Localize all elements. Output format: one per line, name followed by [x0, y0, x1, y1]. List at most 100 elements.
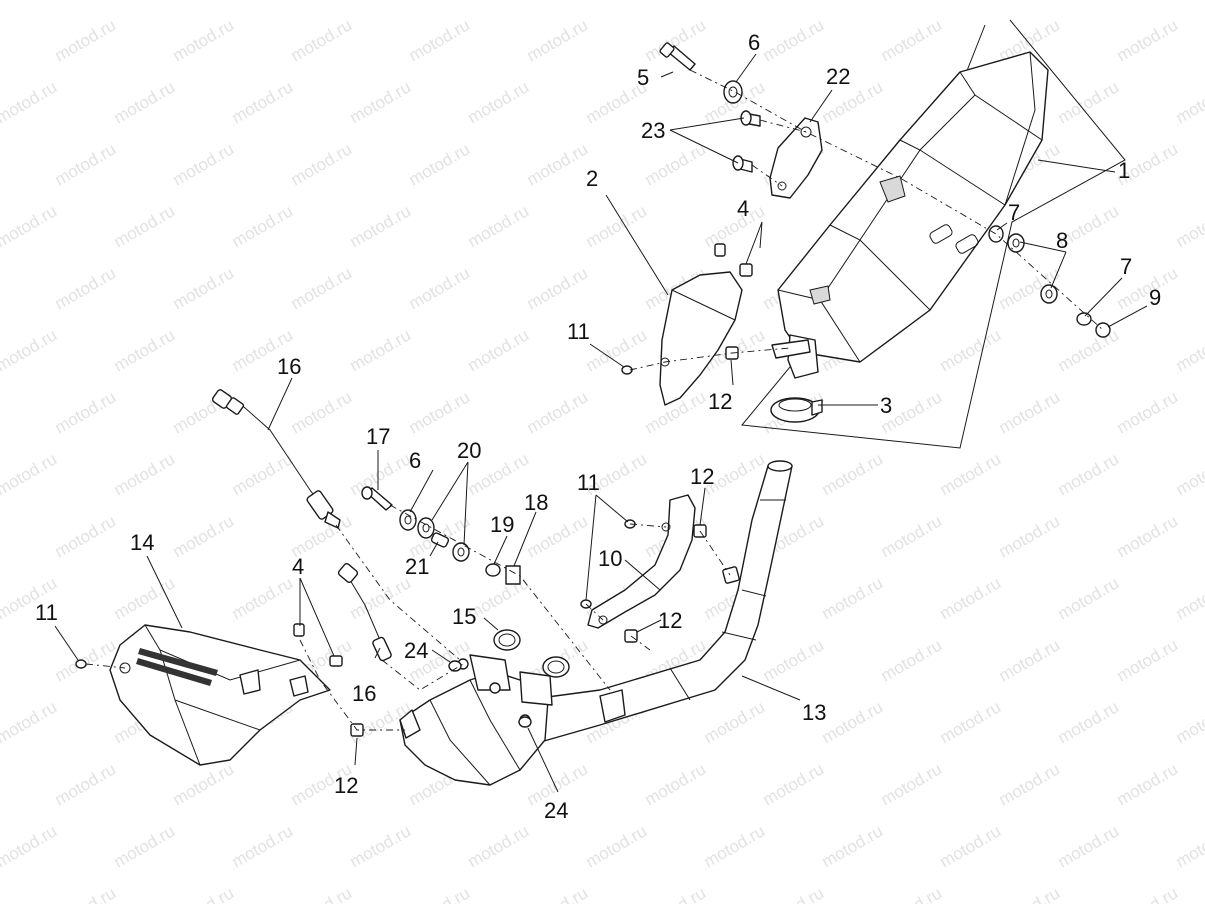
oxygen-sensor-16: [211, 389, 341, 529]
watermark-text: motod.ru: [0, 77, 60, 127]
watermark-text: motod.ru: [229, 0, 297, 3]
watermark-text: motod.ru: [465, 201, 533, 251]
watermark-text: motod.ru: [52, 759, 120, 809]
screw-11: [75, 659, 87, 669]
callout-6-lower: 6: [409, 448, 421, 473]
watermark-text: motod.ru: [1173, 821, 1205, 871]
watermark-text: motod.ru: [819, 697, 887, 747]
watermark-text: motod.ru: [1114, 883, 1182, 904]
watermark-text: motod.ru: [996, 759, 1064, 809]
watermark-text: motod.ru: [229, 821, 297, 871]
watermark-text: motod.ru: [524, 139, 592, 189]
watermark-text: motod.ru: [111, 0, 179, 3]
watermark-text: motod.ru: [288, 263, 356, 313]
watermark-text: motod.ru: [1055, 821, 1123, 871]
watermark-text: motod.ru: [52, 15, 120, 65]
clip-4: [739, 263, 753, 277]
watermark-text: motod.ru: [347, 77, 415, 127]
callout-11-middle: 11: [577, 470, 600, 495]
watermark-text: motod.ru: [0, 759, 1, 809]
watermark-text: motod.ru: [878, 15, 946, 65]
callout-21: 21: [405, 554, 429, 579]
watermark-text: motod.ru: [701, 821, 769, 871]
callout-3: 3: [880, 393, 892, 418]
watermark-text: motod.ru: [760, 15, 828, 65]
rubber-mount-6: [723, 80, 743, 104]
watermark-text: motod.ru: [0, 15, 1, 65]
callout-24-lower: 24: [544, 798, 568, 823]
watermark-text: motod.ru: [406, 883, 474, 904]
oxygen-sensor-16-lower: [337, 563, 392, 662]
watermark-text: motod.ru: [0, 263, 1, 313]
watermark-text: motod.ru: [524, 263, 592, 313]
watermark-text: motod.ru: [0, 821, 60, 871]
watermark-text: motod.ru: [229, 573, 297, 623]
shield-vent: [136, 648, 218, 686]
callout-1: 1: [1118, 158, 1130, 183]
watermark-text: motod.ru: [1114, 635, 1182, 685]
watermark-text: motod.ru: [170, 139, 238, 189]
watermark-text: motod.ru: [347, 821, 415, 871]
watermark-text: motod.ru: [996, 511, 1064, 561]
watermark-text: motod.ru: [819, 0, 887, 3]
watermark-text: motod.ru: [1173, 201, 1205, 251]
watermark-text: motod.ru: [170, 15, 238, 65]
watermark-text: motod.ru: [1173, 77, 1205, 127]
watermark-text: motod.ru: [347, 573, 415, 623]
gasket: [542, 656, 570, 678]
watermark-text: motod.ru: [524, 387, 592, 437]
watermark-text: motod.ru: [996, 635, 1064, 685]
watermark-text: motod.ru: [1173, 573, 1205, 623]
watermark-text: motod.ru: [1173, 697, 1205, 747]
watermark-text: motod.ru: [1173, 449, 1205, 499]
watermark-text: motod.ru: [170, 759, 238, 809]
watermark-text: motod.ru: [1055, 77, 1123, 127]
watermark-text: motod.ru: [1055, 325, 1123, 375]
callout-labels: 1 2 3 4 4 5 6 6 7 7 8 9 10 11 11 11 12 1…: [35, 30, 1161, 823]
watermark-text: motod.ru: [0, 635, 1, 685]
callout-7-lower: 7: [1120, 254, 1132, 279]
watermark-text: motod.ru: [937, 573, 1005, 623]
watermark-text: motod.ru: [406, 263, 474, 313]
watermark-text: motod.ru: [465, 77, 533, 127]
watermark-text: motod.ru: [111, 77, 179, 127]
gasket-15: [493, 629, 521, 651]
watermark-text: motod.ru: [0, 0, 60, 3]
clamp-3: [770, 397, 823, 423]
callout-24-upper: 24: [404, 638, 428, 663]
watermark-text: motod.ru: [1055, 573, 1123, 623]
heat-shield-2: [659, 271, 743, 406]
callout-12-upper: 12: [708, 389, 732, 414]
watermark-text: motod.ru: [701, 0, 769, 3]
watermark-text: motod.ru: [52, 263, 120, 313]
watermark-text: motod.ru: [52, 511, 120, 561]
watermark-text: motod.ru: [1114, 15, 1182, 65]
callout-22: 22: [826, 64, 850, 89]
callout-12-lower: 12: [334, 773, 358, 798]
nut-24: [518, 716, 532, 728]
watermark-text: motod.ru: [170, 263, 238, 313]
watermark-text: motod.ru: [0, 883, 1, 904]
watermark-text: motod.ru: [583, 325, 651, 375]
watermark-text: motod.ru: [111, 449, 179, 499]
watermark-text: motod.ru: [1173, 0, 1205, 3]
watermark-text: motod.ru: [465, 325, 533, 375]
watermark-text: motod.ru: [1055, 0, 1123, 3]
callout-23: 23: [641, 118, 665, 143]
watermark-text: motod.ru: [524, 15, 592, 65]
callout-6-top: 6: [748, 30, 760, 55]
watermark-text: motod.ru: [524, 883, 592, 904]
watermark-text: motod.ru: [642, 883, 710, 904]
watermark-text: motod.ru: [701, 201, 769, 251]
watermark-text: motod.ru: [1055, 449, 1123, 499]
watermark-text: motod.ru: [996, 883, 1064, 904]
callout-12-middle: 12: [690, 464, 714, 489]
callout-12-right: 12: [658, 608, 682, 633]
callout-14: 14: [130, 530, 154, 555]
watermark-text: motod.ru: [642, 759, 710, 809]
watermark-text: motod.ru: [583, 821, 651, 871]
watermark-text: motod.ru: [1173, 325, 1205, 375]
watermark-text: motod.ru: [52, 883, 120, 904]
watermark-text: motod.ru: [111, 821, 179, 871]
watermark-text: motod.ru: [111, 201, 179, 251]
